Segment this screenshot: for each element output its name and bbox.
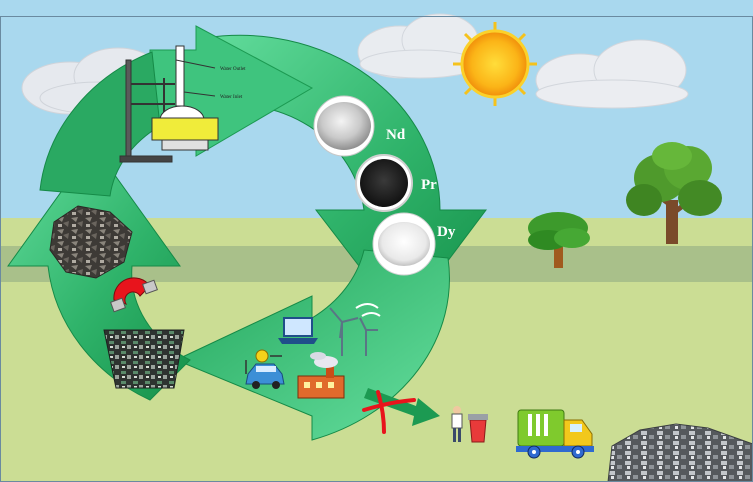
- magnet-icon: [110, 277, 158, 313]
- electric-car-icon: [245, 349, 285, 389]
- landfill-arrow: [364, 388, 440, 426]
- apparatus-inlet-label: Water Inlet: [220, 95, 243, 100]
- tree-small-icon: [528, 212, 590, 268]
- wind-turbine-icon: [329, 303, 381, 356]
- nd-label: Nd: [386, 127, 406, 143]
- e-waste-bin: [103, 329, 185, 389]
- reaction-apparatus: [119, 45, 219, 163]
- red-cross-icon: [362, 390, 416, 434]
- garbage-truck-icon: [516, 409, 594, 459]
- apparatus-outlet-label: Water Outlet: [220, 67, 246, 72]
- tree-icon: [626, 142, 722, 244]
- arc-bottom: [174, 249, 450, 441]
- pr-label: Pr: [421, 177, 437, 193]
- dy-label: Dy: [437, 224, 456, 240]
- pr-oxide-sample: [355, 154, 413, 212]
- factory-icon: [297, 352, 345, 399]
- person-recycling-icon: [451, 406, 488, 443]
- e-waste-landfill-pile: [607, 423, 753, 482]
- dy-oxide-sample: [372, 212, 436, 276]
- cloud-center: [357, 13, 481, 79]
- magnet-scrap-pile: [49, 205, 133, 279]
- laptop-icon: [278, 317, 318, 344]
- cloud-right: [535, 39, 689, 109]
- nd-oxide-sample: [313, 95, 375, 157]
- sun-icon: [453, 22, 537, 106]
